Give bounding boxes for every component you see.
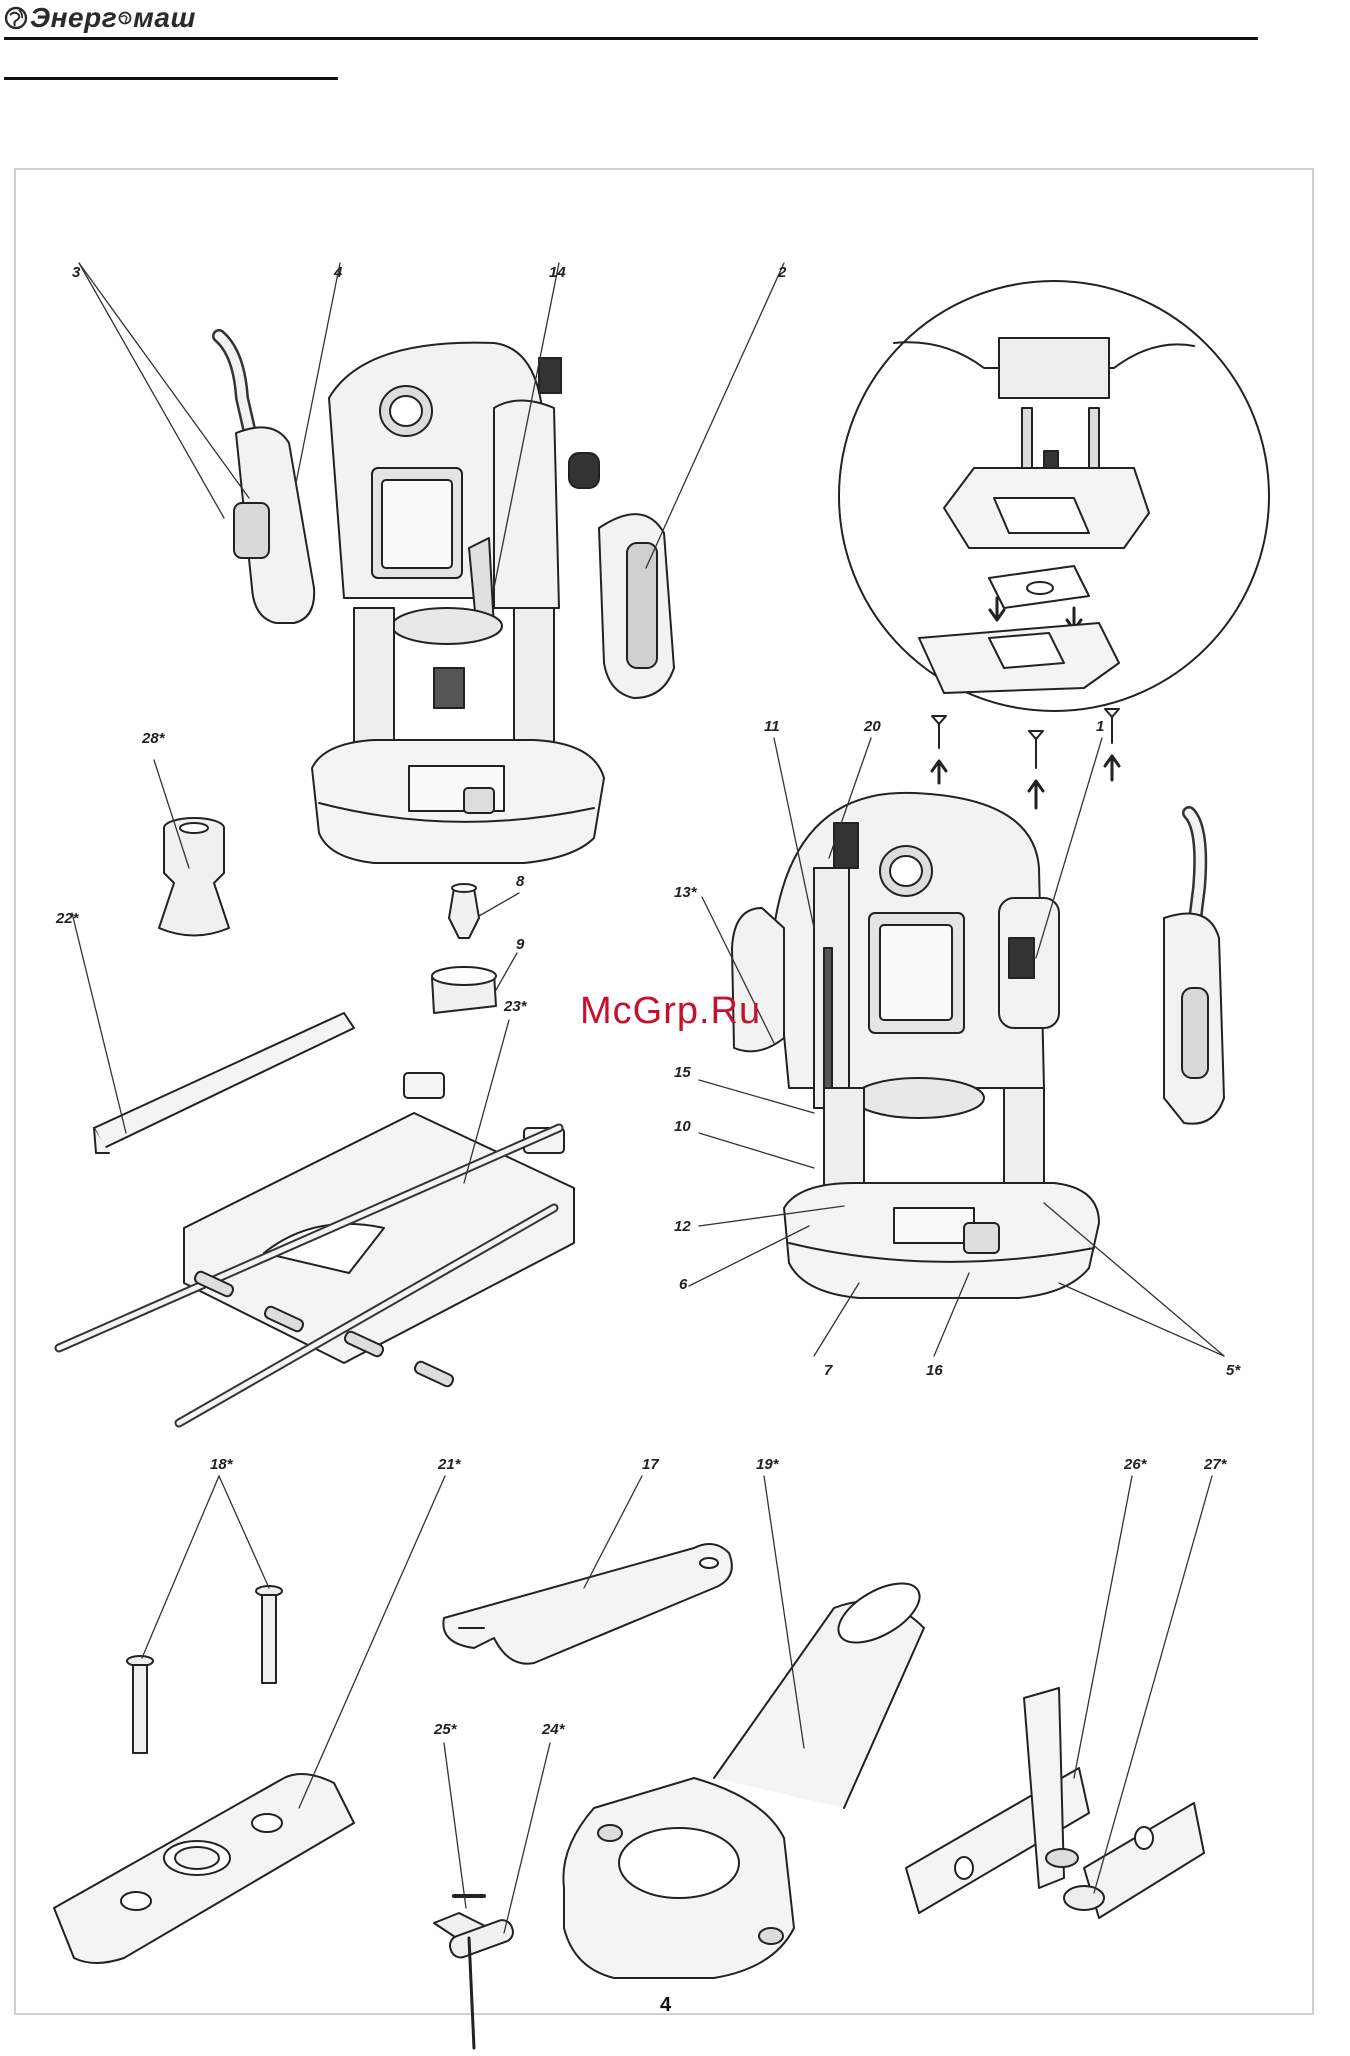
exploded-parts-diagram: 3 4 14 2 28* 8 9 22* 23* 11 20 1 13* 15 … xyxy=(14,168,1314,2056)
callout-7: 7 xyxy=(824,1362,832,1379)
collet-adapter xyxy=(159,818,229,936)
callout-9: 9 xyxy=(516,936,524,953)
diagram-drawing xyxy=(14,168,1314,2056)
mounting-screws xyxy=(127,1586,282,1753)
callout-28: 28* xyxy=(142,730,165,747)
guide-rod-ruler xyxy=(94,1013,354,1153)
callout-4: 4 xyxy=(334,264,342,281)
circle-cutting-bracket xyxy=(906,1688,1204,1918)
base-plate-detail-inset xyxy=(839,281,1269,808)
callout-12: 12 xyxy=(674,1218,691,1235)
callout-2: 2 xyxy=(778,264,786,281)
brand-text-tail: маш xyxy=(133,2,196,34)
globe-icon xyxy=(4,6,28,30)
callout-19: 19* xyxy=(756,1456,779,1473)
spanner-wrench xyxy=(443,1544,731,1664)
callout-6: 6 xyxy=(679,1276,687,1293)
page-number: 4 xyxy=(660,1994,671,2017)
callout-22: 22* xyxy=(56,910,79,927)
callout-24: 24* xyxy=(542,1721,565,1738)
callout-17: 17 xyxy=(642,1456,659,1473)
watermark-text: McGrp.Ru xyxy=(580,990,761,1033)
callout-3: 3 xyxy=(72,264,80,281)
callout-20: 20 xyxy=(864,718,881,735)
router-side-view xyxy=(732,793,1224,1298)
centering-pin-and-thumbscrew xyxy=(434,1896,516,2048)
callout-16: 16 xyxy=(926,1362,943,1379)
callout-21: 21* xyxy=(438,1456,461,1473)
callout-13: 13* xyxy=(674,884,697,901)
callout-26: 26* xyxy=(1124,1456,1147,1473)
brand-globe-small-icon xyxy=(118,11,132,25)
brand-logo: Энерг маш xyxy=(4,0,196,36)
callout-15: 15 xyxy=(674,1064,691,1081)
callout-1: 1 xyxy=(1096,718,1104,735)
collet-and-nut xyxy=(432,884,496,1013)
callout-5: 5* xyxy=(1226,1362,1240,1379)
callout-18: 18* xyxy=(210,1456,233,1473)
header-rule xyxy=(4,37,1258,40)
copy-ring-plate xyxy=(54,1774,354,1963)
callout-8: 8 xyxy=(516,873,524,890)
brand-text: Энерг xyxy=(30,2,117,34)
callout-10: 10 xyxy=(674,1118,691,1135)
callout-11: 11 xyxy=(764,718,780,735)
callout-27: 27* xyxy=(1204,1456,1227,1473)
subheader-rule xyxy=(4,77,338,80)
callout-23: 23* xyxy=(504,998,527,1015)
dust-extraction-adapter xyxy=(563,1571,929,1978)
callout-25: 25* xyxy=(434,1721,457,1738)
router-main-view xyxy=(219,336,674,863)
callout-14: 14 xyxy=(549,264,566,281)
